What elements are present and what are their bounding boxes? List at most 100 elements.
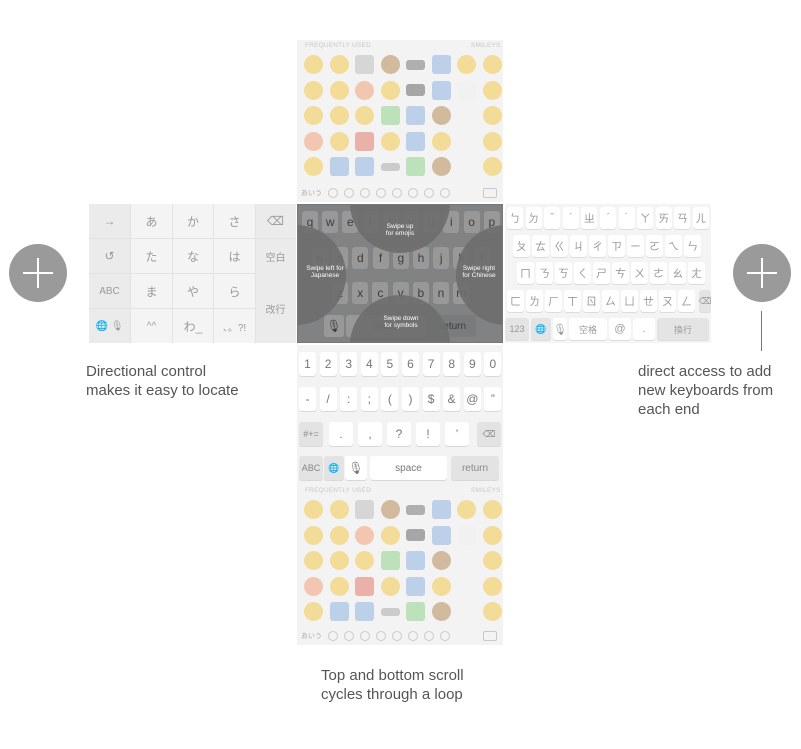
number-key[interactable]: 4: [360, 352, 378, 376]
jp-space-key[interactable]: 空白: [265, 252, 286, 264]
emoji-icon[interactable]: [327, 523, 353, 549]
zhuyin-key[interactable]: ㄕ: [593, 262, 610, 284]
kana-switch[interactable]: あいう: [301, 633, 322, 640]
num-return-key[interactable]: return: [451, 456, 499, 480]
emoji-icon[interactable]: [480, 78, 504, 104]
emoji-icon[interactable]: [429, 497, 455, 523]
zhuyin-key[interactable]: ㄤ: [688, 262, 705, 284]
emoji-icon[interactable]: [454, 548, 480, 574]
emoji-icon[interactable]: [429, 129, 455, 155]
zhuyin-key[interactable]: ㄨ: [631, 262, 648, 284]
zhuyin-key[interactable]: ㄉ: [525, 207, 542, 229]
emoji-icon[interactable]: [454, 129, 480, 155]
emoji-icon[interactable]: [301, 129, 327, 155]
emoji-icon[interactable]: [352, 78, 378, 104]
jp-punct-key[interactable]: 、。?!: [222, 322, 247, 334]
emoji-icon[interactable]: [378, 574, 404, 600]
emoji-icon[interactable]: [454, 154, 480, 180]
emoji-icon[interactable]: [480, 129, 504, 155]
emoji-icon[interactable]: [301, 548, 327, 574]
zh-dot-key[interactable]: .: [633, 318, 655, 340]
emoji-icon[interactable]: [403, 497, 429, 523]
emoji-icon[interactable]: [352, 154, 378, 180]
zhuyin-key[interactable]: ㄈ: [507, 290, 524, 312]
kana-switch[interactable]: あいう: [301, 190, 322, 197]
emoji-icon[interactable]: [480, 103, 504, 129]
emoji-icon[interactable]: [301, 103, 327, 129]
zhuyin-key[interactable]: ㄘ: [612, 262, 629, 284]
flower-icon[interactable]: [360, 631, 370, 641]
jp-kana-key[interactable]: な: [186, 249, 199, 264]
symbol-key[interactable]: &: [443, 387, 461, 411]
emoji-icon[interactable]: [480, 548, 504, 574]
jp-globe-mic-key[interactable]: 🌐 🎙: [95, 320, 124, 332]
emoji-icon[interactable]: [403, 52, 429, 78]
symbol-key[interactable]: ;: [360, 387, 378, 411]
emoji-category-bar[interactable]: あいう: [301, 630, 497, 642]
zh-enter-key[interactable]: 換行: [657, 318, 709, 340]
bell-icon[interactable]: [376, 631, 386, 641]
number-key[interactable]: 3: [340, 352, 358, 376]
zhuyin-key[interactable]: ㄚ: [637, 207, 654, 229]
emoji-icon[interactable]: [378, 129, 404, 155]
zhuyin-key[interactable]: ㄞ: [655, 207, 672, 229]
zh-123-key[interactable]: 123: [505, 318, 529, 340]
add-keyboard-right-button[interactable]: [733, 244, 791, 302]
symbol-key[interactable]: -: [299, 387, 316, 411]
zhuyin-key[interactable]: ㄏ: [545, 290, 562, 312]
mic-icon[interactable]: 🎙: [345, 456, 367, 480]
emoji-grid[interactable]: [301, 52, 503, 180]
jp-abc-key[interactable]: ABC: [99, 285, 120, 297]
symbol-key[interactable]: $: [422, 387, 440, 411]
emoji-icon[interactable]: [403, 103, 429, 129]
emoji-icon[interactable]: [454, 52, 480, 78]
emoji-icon[interactable]: [403, 574, 429, 600]
emoji-icon[interactable]: [403, 129, 429, 155]
emoji-icon[interactable]: [352, 103, 378, 129]
emoji-icon[interactable]: [301, 154, 327, 180]
smiley-icon[interactable]: [344, 631, 354, 641]
jp-arrow-right-key[interactable]: →: [103, 214, 116, 228]
zhuyin-key[interactable]: ㄣ: [684, 235, 701, 257]
zhuyin-key[interactable]: ˇ: [544, 207, 561, 229]
flower-icon[interactable]: [360, 188, 370, 198]
jp-kana-key[interactable]: か: [186, 214, 199, 229]
globe-icon[interactable]: 🌐: [531, 318, 551, 340]
emoji-icon[interactable]: [480, 154, 504, 180]
emoji-icon[interactable]: [454, 497, 480, 523]
zhuyin-key[interactable]: ㄠ: [669, 262, 686, 284]
zhuyin-key[interactable]: ㄆ: [513, 235, 530, 257]
emoji-icon[interactable]: [327, 103, 353, 129]
zhuyin-key[interactable]: ˊ: [600, 207, 616, 229]
symbol-key[interactable]: .: [329, 422, 353, 446]
emoji-icon[interactable]: [454, 78, 480, 104]
jp-delete-icon[interactable]: ⌫: [267, 214, 284, 228]
jp-kana-key[interactable]: さ: [228, 214, 241, 229]
emoji-icon[interactable]: [429, 103, 455, 129]
emoji-icon[interactable]: [403, 599, 429, 625]
emoji-icon[interactable]: [480, 599, 504, 625]
flag-icon[interactable]: [440, 188, 450, 198]
globe-icon[interactable]: 🌐: [324, 456, 344, 480]
emoji-icon[interactable]: [403, 548, 429, 574]
number-key[interactable]: 7: [422, 352, 440, 376]
jp-kana-key[interactable]: ら: [228, 284, 241, 299]
emoji-icon[interactable]: [429, 78, 455, 104]
jp-kana-key[interactable]: た: [145, 249, 158, 264]
symbol-key[interactable]: ”: [484, 387, 502, 411]
emoji-icon[interactable]: [327, 154, 353, 180]
symbol-key[interactable]: ): [402, 387, 419, 411]
zhuyin-key[interactable]: ㄛ: [646, 235, 663, 257]
emoji-icon[interactable]: [327, 599, 353, 625]
emoji-icon[interactable]: [301, 599, 327, 625]
emoji-icon[interactable]: [429, 599, 455, 625]
emoji-icon[interactable]: [378, 52, 404, 78]
emoji-icon[interactable]: [480, 52, 504, 78]
emoji-icon[interactable]: [454, 599, 480, 625]
zhuyin-key[interactable]: ㄡ: [659, 290, 676, 312]
number-key[interactable]: 5: [381, 352, 399, 376]
delete-icon[interactable]: [483, 631, 497, 641]
num-space-key[interactable]: space: [370, 456, 447, 480]
jp-undo-key[interactable]: ↺: [104, 249, 115, 263]
zhuyin-key[interactable]: ㄧ: [627, 235, 644, 257]
